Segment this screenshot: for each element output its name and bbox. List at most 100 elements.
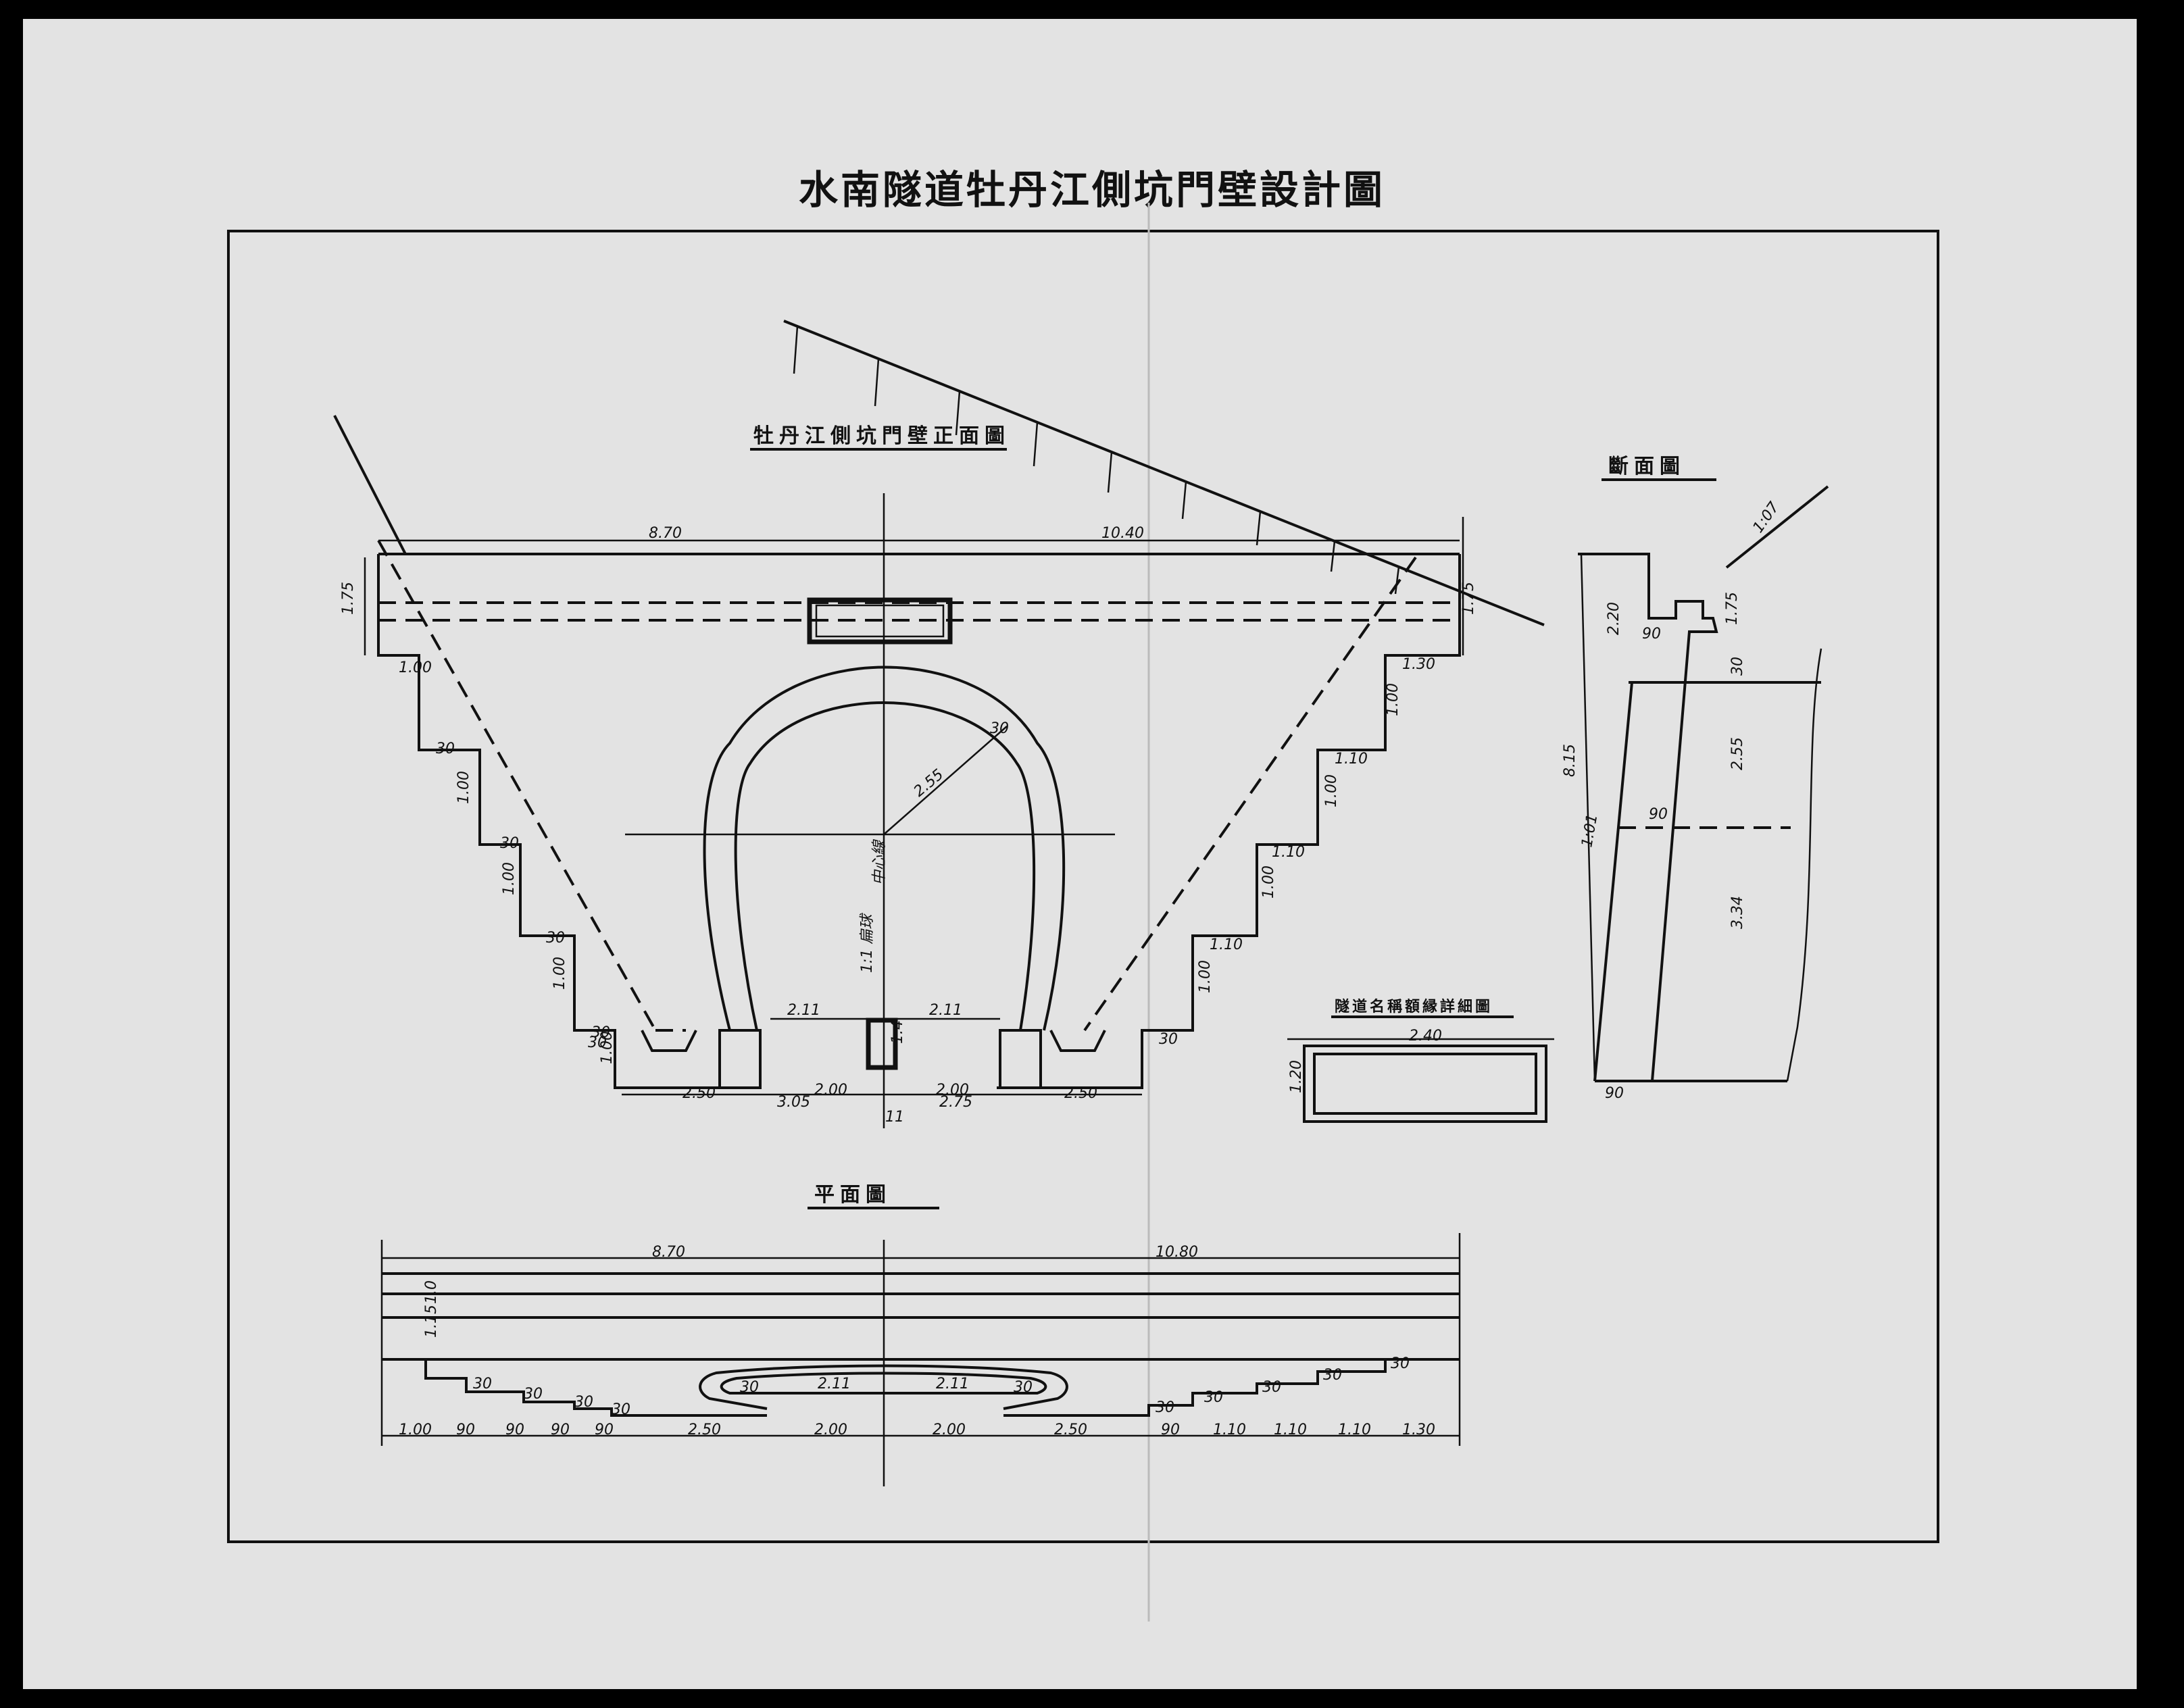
right-stepped-wall: [997, 554, 1461, 1089]
plan-right-tread-3: 30: [1262, 1379, 1281, 1396]
section-view-label: 斷面圖: [1608, 455, 1685, 478]
plan-right-tread-4: 30: [1323, 1367, 1342, 1384]
section-total-dim: 8.15: [1562, 744, 1579, 777]
radius-line: [883, 726, 1008, 835]
plan-bottom-dim-5: 90: [595, 1422, 614, 1438]
plan-bottom-dim-4: 90: [551, 1422, 570, 1438]
section-rock-line: [1786, 648, 1822, 1082]
section-top-right-dim: 1.75: [1724, 592, 1741, 625]
left-step-dim-5: 1.00: [599, 1031, 616, 1064]
section-offset-dim: 90: [1649, 806, 1668, 823]
plan-left-tread-3: 30: [574, 1394, 593, 1411]
left-side-drain: [641, 1030, 697, 1052]
plan-bottom-dim-6: 2.50: [688, 1422, 721, 1438]
plan-arch-end-right: 30: [1014, 1379, 1033, 1396]
plan-left-tread-4: 30: [612, 1401, 630, 1418]
span-dim-left: 2.11: [787, 1002, 820, 1019]
right-tread-dim-4: 1.10: [1210, 936, 1243, 953]
plan-bottom-dim-13: 1.10: [1338, 1422, 1371, 1438]
hill-slope-line: [783, 320, 1545, 626]
plan-arch-inner: [720, 1372, 1047, 1395]
detail-frame-inner: [1313, 1053, 1537, 1115]
front-elevation: 牡丹江側坑門壁正面圖 8.70 10.40 1.75 1.75 1: [333, 320, 1545, 1128]
section-front-batter: [1593, 682, 1633, 1082]
plan-top-left-dim: 8.70: [652, 1244, 685, 1261]
right-step-dim-4: 1.00: [1197, 960, 1214, 993]
plan-right-tread-5: 30: [1391, 1355, 1410, 1372]
front-top-left-dim: 8.70: [649, 525, 682, 542]
section-mid-dim: 2.55: [1729, 737, 1746, 770]
center-note-2: 中心線: [871, 838, 888, 885]
paper: [23, 19, 2137, 1689]
front-view-label: 牡丹江側坑門壁正面圖: [753, 424, 1010, 448]
plan-bottom-dim-10: 90: [1161, 1422, 1180, 1438]
plan-left-tread-2: 30: [524, 1386, 543, 1403]
ground-left-dim: 30: [588, 1034, 607, 1051]
plan-bottom-dim-3: 90: [505, 1422, 524, 1438]
bottom-sub-left: 3.05: [777, 1094, 810, 1111]
plan-bottom-dim-8: 2.00: [933, 1422, 966, 1438]
right-tread-dim-1: 1.30: [1402, 656, 1435, 673]
front-left-height-dim: 1.75: [340, 582, 357, 615]
left-step-dim-2: 1.00: [455, 771, 472, 804]
section-upper-dim: 2.20: [1606, 602, 1622, 635]
ground-right-dim: 30: [1159, 1031, 1178, 1048]
plan-left-steps: [382, 1358, 767, 1417]
plan-bottom-dim-9: 2.50: [1054, 1422, 1087, 1438]
plan-bottom-dim-14: 1.30: [1402, 1422, 1435, 1438]
front-right-height-dim: 1.75: [1460, 582, 1477, 615]
right-side-drain: [1049, 1030, 1106, 1052]
plan-bottom-dim-7: 2.00: [814, 1422, 847, 1438]
section-cap-dim: 90: [1642, 626, 1661, 643]
left-tread-dim-4: 30: [591, 1024, 610, 1041]
plan-bottom-dim-11: 1.10: [1213, 1422, 1246, 1438]
plan-top-right-dim: 10.80: [1156, 1244, 1198, 1261]
base-left-dim: 2.50: [682, 1085, 716, 1102]
center-note-1: 1:1 扁球: [859, 913, 876, 973]
base-right-dim: 2.50: [1064, 1085, 1097, 1102]
detail-view-label: 隧道名稱額縁詳細圖: [1335, 998, 1493, 1015]
arch-outer: [703, 665, 1066, 1031]
section-lower-dim: 3.34: [1729, 896, 1746, 929]
section-slope-dim: 1:07: [1749, 499, 1783, 536]
section-foot-dim: 90: [1605, 1085, 1624, 1102]
left-tread-dim-2: 30: [500, 835, 519, 852]
drawing-border: [227, 230, 1939, 1543]
drain-small-dim: 11: [885, 1109, 904, 1126]
bottom-sub-right: 2.75: [939, 1094, 972, 1111]
plan-arch-dim-right: 2.11: [936, 1376, 969, 1392]
front-top-right-dim: 10.40: [1101, 525, 1144, 542]
detail-width-dim: 2.40: [1409, 1028, 1442, 1045]
plan-arch-dim-left: 2.11: [818, 1376, 851, 1392]
right-dashed-batter: [1083, 556, 1417, 1032]
plan-arch-outer: [699, 1364, 1068, 1410]
left-stepped-wall: [377, 554, 747, 1089]
right-step-dim-3: 1.00: [1260, 865, 1277, 899]
section-batter-dim: 1:01: [1579, 813, 1601, 849]
right-tread-dim-2: 1.10: [1335, 751, 1368, 768]
section-front-face: [1580, 553, 1596, 1082]
right-step-dim-2: 1.00: [1323, 774, 1340, 807]
section-joint-dim: 30: [1729, 657, 1746, 676]
bottom-mid-right: 2.00: [936, 1082, 969, 1099]
bottom-mid-left: 2.00: [814, 1082, 847, 1099]
section-view: 斷面圖 1:07 2.20 90 1.75 30 8.15 2.55 1:01 …: [1562, 455, 1829, 1102]
hill-hatching: [793, 326, 1400, 595]
arch-thickness-dim: 30: [990, 720, 1009, 737]
plan-right-steps: [1003, 1358, 1460, 1417]
section-coping-profile: [1578, 553, 1718, 1082]
left-step-dim-4: 1.00: [551, 957, 568, 990]
plan-bottom-dims: 1.00 90 90 90 90 2.50 2.00 2.00 2.50 90 …: [399, 1422, 1435, 1438]
detail-frame-outer: [1303, 1045, 1547, 1123]
section-slope: [1725, 485, 1829, 569]
left-slope-line: [333, 415, 407, 555]
plan-left-vert-dim-1: 1.15: [423, 1305, 440, 1338]
plan-left-tread-1: 30: [473, 1376, 492, 1392]
tunnel-name-plate-inner: [815, 604, 945, 638]
left-footing: [718, 1029, 762, 1089]
plan-arch-end-left: 30: [740, 1379, 759, 1396]
span-dim-right: 2.11: [929, 1002, 962, 1019]
plan-bottom-dim-12: 1.10: [1274, 1422, 1307, 1438]
plan-bottom-dim-1: 1.00: [399, 1422, 432, 1438]
